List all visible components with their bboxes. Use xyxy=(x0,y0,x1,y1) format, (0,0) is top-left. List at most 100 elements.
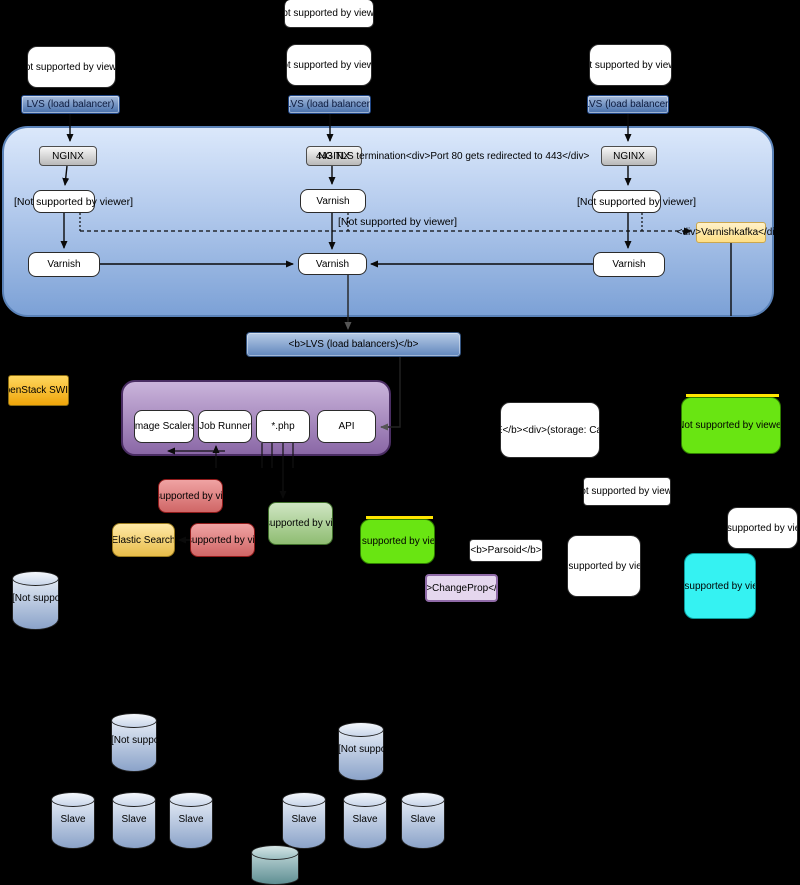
cylinder-master-left: [Not supported by viewer] xyxy=(111,713,157,772)
node-green-right: [Not supported by viewer] xyxy=(681,397,781,454)
node-label: [Not supported by viewer] xyxy=(361,536,435,547)
cylinder-body xyxy=(51,799,95,849)
cylinder-top xyxy=(282,792,326,807)
node-openstack-swift: OpenStack SWIFT xyxy=(8,375,69,406)
node-cyan: [Not supported by viewer] xyxy=(684,553,756,619)
cylinder-body xyxy=(112,799,156,849)
highlight-strip xyxy=(686,394,779,397)
label-not-supported-left: [Not supported by viewer] xyxy=(14,196,134,208)
cylinder-slave-4: Slave xyxy=(282,792,326,849)
node-label: Varnish xyxy=(316,195,350,207)
label-not-supported-right: [Not supported by viewer] xyxy=(577,196,697,208)
node-label: [Not supported by viewer] xyxy=(158,490,223,502)
node-varnishkafka: <div>Varnishkafka</div> xyxy=(677,222,785,243)
cylinder-storage-left: [Not supported by viewer] xyxy=(12,571,59,630)
cylinder-body xyxy=(401,799,445,849)
node-label: NGINX xyxy=(613,150,645,162)
cylinder-top xyxy=(169,792,213,807)
node-label: Elastic Search xyxy=(112,534,175,546)
node-label: [Not supported by viewer] xyxy=(684,580,755,592)
node-label: [Not supported by viewer] xyxy=(589,59,671,71)
cylinder-slave-3: Slave xyxy=(169,792,213,849)
node-label: <div>Varnishkafka</div> xyxy=(676,227,786,238)
node-label: [Not supported by viewer] xyxy=(568,560,641,572)
cylinder-top xyxy=(251,845,299,860)
label-not-supported-center: [Not supported by viewer] xyxy=(338,216,458,228)
cylinder-top xyxy=(343,792,387,807)
node-varnish-backend-left: Varnish xyxy=(28,252,100,277)
cylinder-top xyxy=(51,792,95,807)
cylinder-label: Slave xyxy=(60,813,86,825)
highlight-strip xyxy=(366,516,433,519)
node-label: [Not supported by viewer] xyxy=(584,486,670,497)
node-lvs-center: LVS (load balancer) xyxy=(288,95,371,114)
node-label: NGINX xyxy=(318,150,350,162)
cylinder-body xyxy=(338,729,384,781)
node-nginx-right: NGINX xyxy=(601,146,657,166)
cylinder-top xyxy=(12,571,59,586)
node-restbase: <b>RESTBASE</b><div>(storage: Cassandra)… xyxy=(500,402,600,458)
cylinder-top xyxy=(112,792,156,807)
node-varnish-frontend-center: Varnish xyxy=(300,189,366,213)
node-label: [Not supported by viewer] xyxy=(28,61,116,73)
cylinder-label: Slave xyxy=(121,813,147,825)
node-label: [Not supported by viewer] xyxy=(285,8,374,19)
node-changeprop: <b>ChangeProp</b> xyxy=(425,574,498,602)
node-api: API xyxy=(317,410,376,443)
node-varnish-backend-right: Varnish xyxy=(593,252,665,277)
node-varnish-frontend-left xyxy=(33,190,95,213)
node-varnish-backend-center: Varnish xyxy=(298,253,367,275)
node-white-right-lower: [Not supported by viewer] xyxy=(567,535,641,597)
cylinder-master-right: [Not supported by viewer] xyxy=(338,722,384,781)
node-job-runner: Job Runner xyxy=(198,410,252,443)
cylinder-body xyxy=(12,578,59,630)
node-white-right-upper: [Not supported by viewer] xyxy=(583,477,671,506)
node-label: [Not supported by viewer] xyxy=(727,522,797,534)
node-elastic-search: Elastic Search xyxy=(112,523,175,557)
node-lvs-right: LVS (load balancer) xyxy=(587,95,669,114)
cylinder-slave-6: Slave xyxy=(401,792,445,849)
node-white-far-right: [Not supported by viewer] xyxy=(727,507,798,549)
node-nginx-left: NGINX xyxy=(39,146,97,166)
node-label: [Not supported by viewer] xyxy=(682,420,781,431)
node-label: <b>Parsoid</b> xyxy=(470,545,542,556)
node-label: Varnish xyxy=(47,259,81,270)
node-label: Job Runner xyxy=(199,421,251,432)
node-nginx-center: NGINX xyxy=(306,146,362,166)
cylinder-label: Slave xyxy=(410,813,436,825)
cylinder-top xyxy=(338,722,384,737)
node-client-right: [Not supported by viewer] xyxy=(589,44,672,86)
node-label: <b>RESTBASE</b><div>(storage: Cassandra)… xyxy=(501,424,599,436)
cylinder-label: Slave xyxy=(291,813,317,825)
cylinder-top xyxy=(401,792,445,807)
node-green-muted: [Not supported by viewer] xyxy=(268,502,333,545)
node-label: [Not supported by viewer] xyxy=(268,518,333,529)
node-label: NGINX xyxy=(52,150,84,162)
cylinder-top xyxy=(111,713,157,728)
cylinder-label: [Not supported by viewer] xyxy=(338,744,384,756)
node-label: Image Scalers xyxy=(134,421,194,432)
node-label: LVS (load balancer) xyxy=(288,99,371,110)
node-varnish-frontend-right xyxy=(592,190,661,213)
node-label: Varnish xyxy=(612,259,646,270)
node-client-center: [Not supported by viewer] xyxy=(286,44,372,86)
node-green-small: [Not supported by viewer] xyxy=(360,519,435,564)
cylinder-partial-bottom xyxy=(251,845,299,885)
node-client-top-center: [Not supported by viewer] xyxy=(284,0,374,28)
node-label: <b>ChangeProp</b> xyxy=(426,582,497,594)
node-label: [Not supported by viewer] xyxy=(190,534,255,546)
cylinder-body xyxy=(169,799,213,849)
cylinder-slave-2: Slave xyxy=(112,792,156,849)
node-red-lower: [Not supported by viewer] xyxy=(190,523,255,557)
cylinder-body xyxy=(282,799,326,849)
node-label: [Not supported by viewer] xyxy=(287,59,371,71)
cylinder-slave-1: Slave xyxy=(51,792,95,849)
cylinder-label: Slave xyxy=(178,813,204,825)
cylinder-body xyxy=(111,720,157,772)
node-label: Varnish xyxy=(315,258,350,270)
node-parsoid: <b>Parsoid</b> xyxy=(469,539,543,562)
node-label: <b>LVS (load balancers)</b> xyxy=(288,339,419,350)
node-label: LVS (load balancer) xyxy=(26,99,115,110)
node-lvs-load-balancers: <b>LVS (load balancers)</b> xyxy=(246,332,461,357)
node-label: *.php xyxy=(271,421,295,432)
